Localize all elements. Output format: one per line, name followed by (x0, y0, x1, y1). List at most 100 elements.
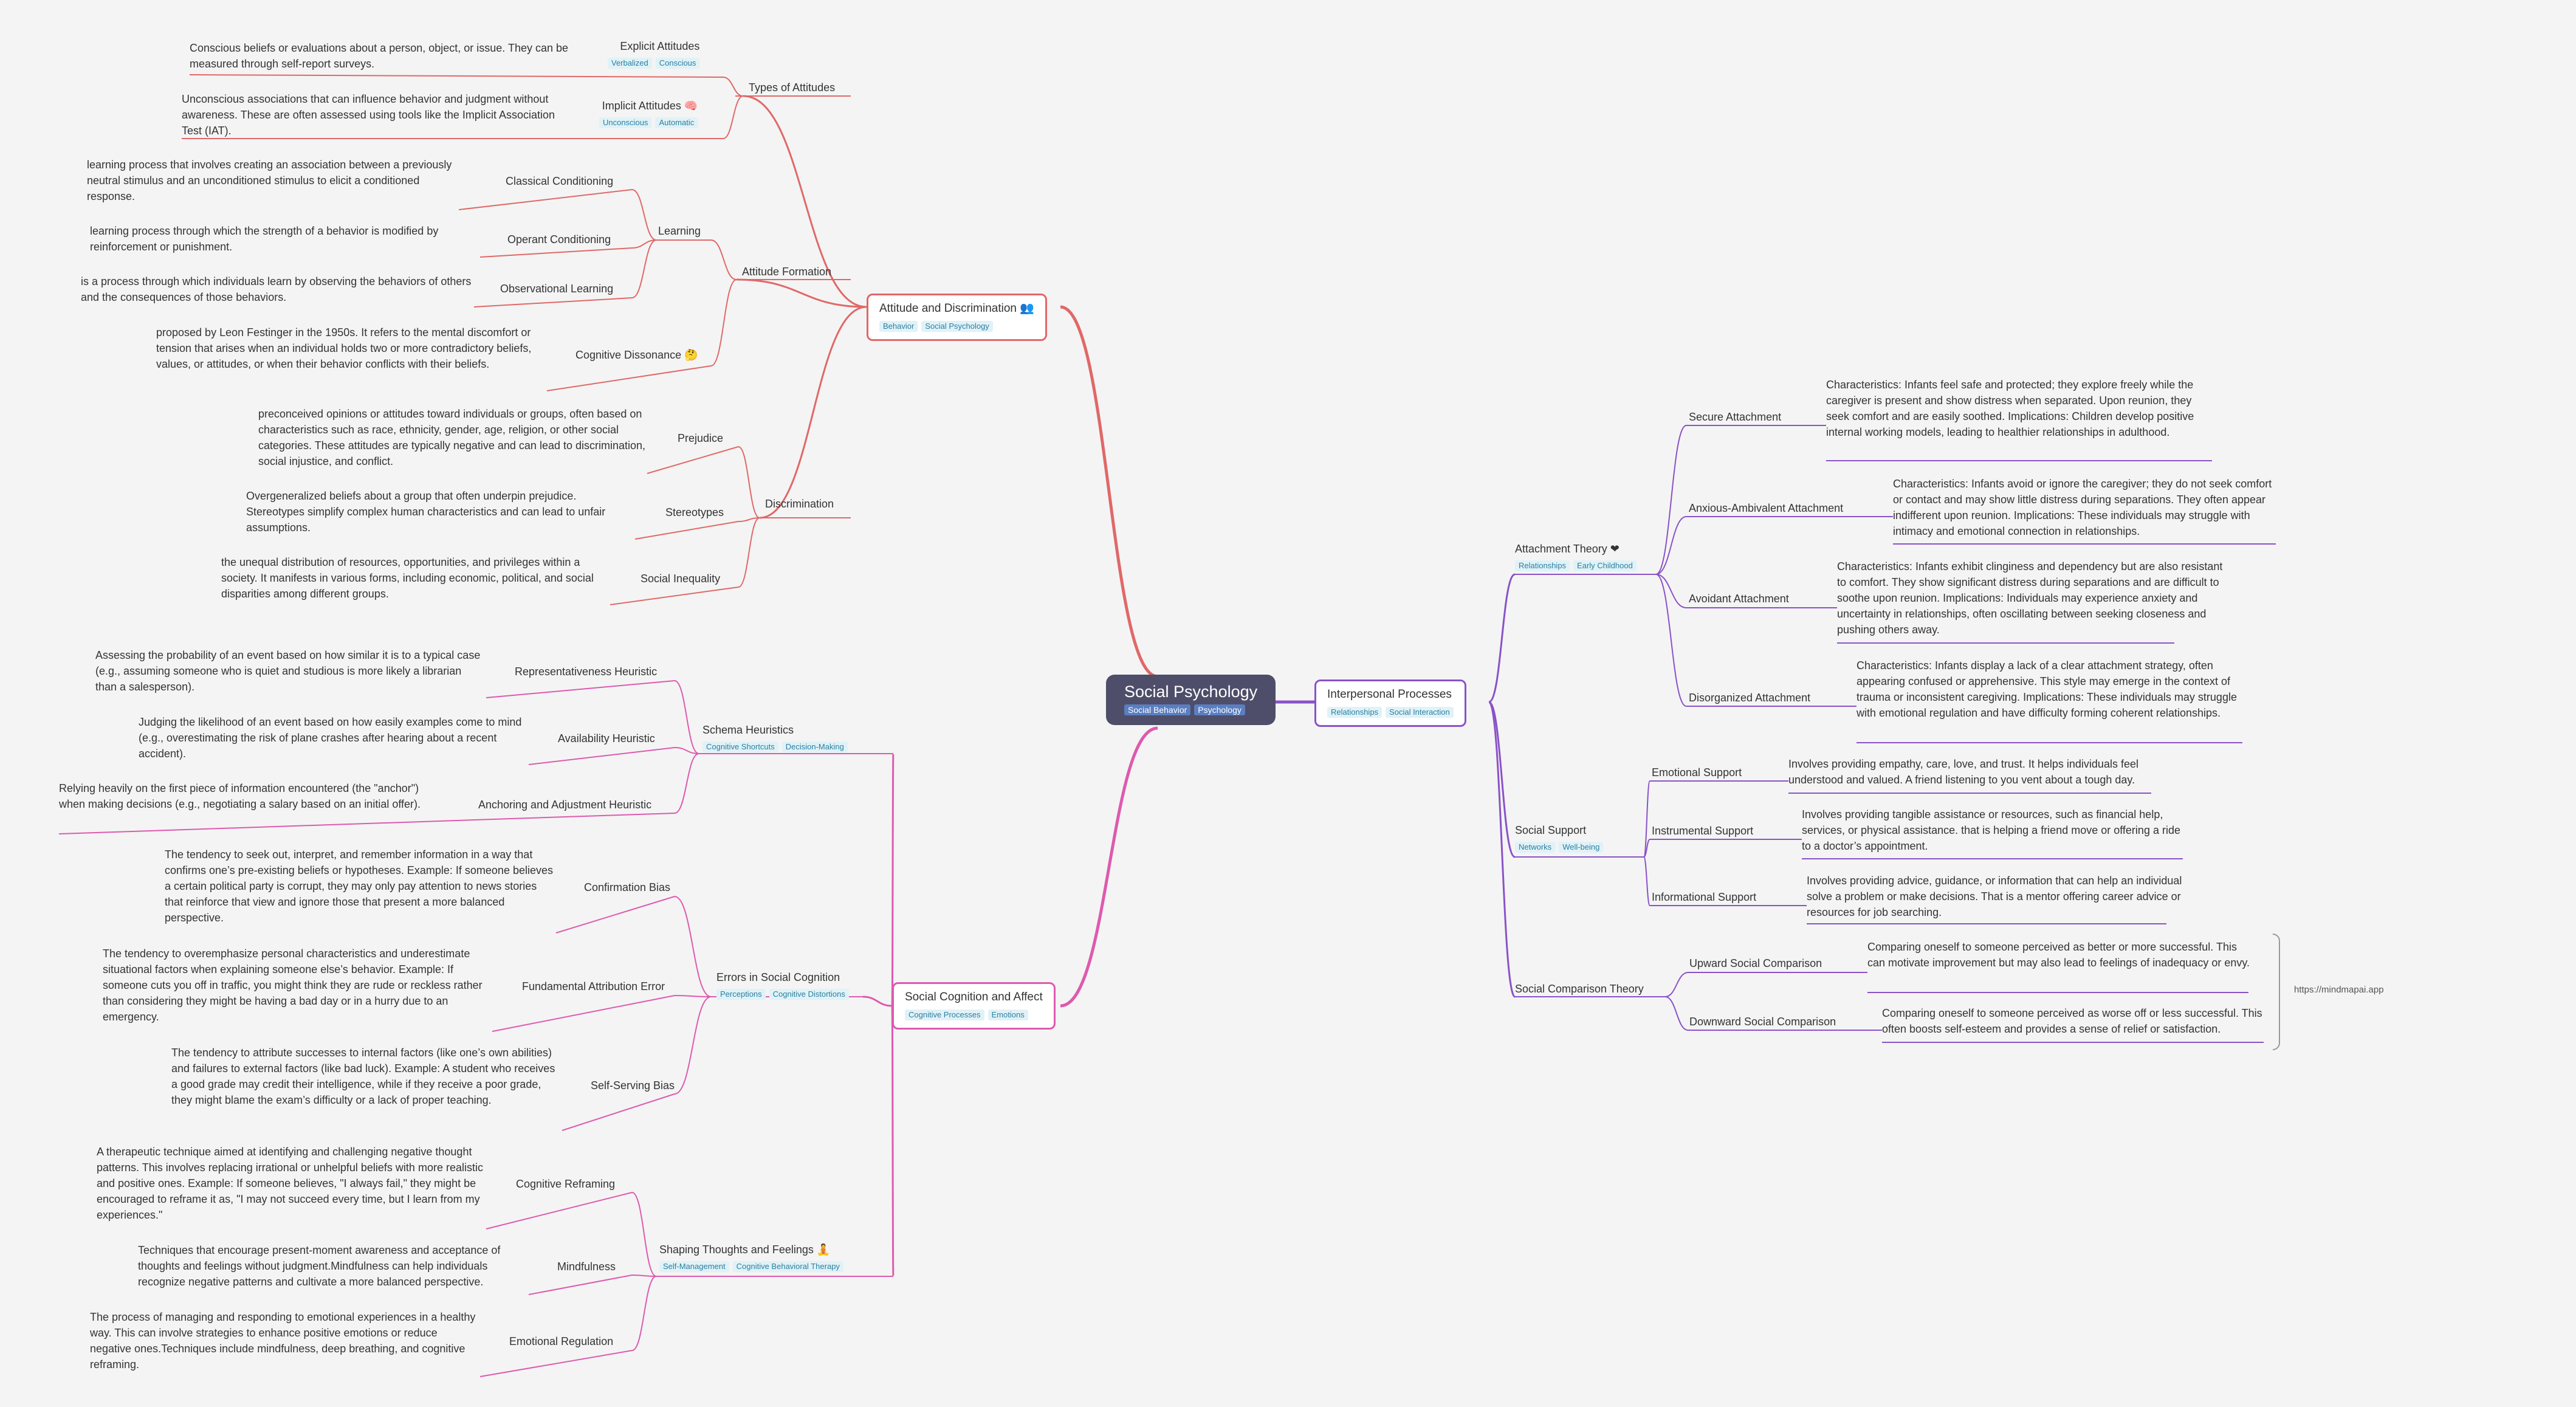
edge-cognition-shaping (891, 1005, 895, 1278)
desc-anxious-ambivalent-attachment: Characteristics: Infants avoid or ignore… (1893, 478, 2272, 537)
branch-social-cognition[interactable]: Social Cognition and Affect Cognitive Pr… (892, 982, 1056, 1030)
desc-implicit-attitudes: Unconscious associations that can influe… (182, 93, 555, 137)
edge-sup-informational (1643, 856, 1650, 906)
node-representativeness-heuristic[interactable]: Representativeness Heuristic (515, 664, 657, 679)
edge-att-avoidant (1655, 574, 1687, 608)
node-social-comparison-theory[interactable]: Social Comparison Theory (1515, 982, 1644, 996)
edge-attitude-l2 (743, 95, 867, 308)
node-label: Types of Attitudes (749, 81, 836, 94)
node-cognitive-dissonance[interactable]: Cognitive Dissonance 🤔 (575, 348, 698, 362)
node-cognitive-reframing[interactable]: Cognitive Reframing (516, 1177, 615, 1191)
edge-regulation-desc (479, 1350, 633, 1377)
node-prejudice[interactable]: Prejudice (678, 431, 723, 445)
edge-confirmation-desc (555, 896, 675, 934)
node-label: Secure Attachment (1689, 411, 1782, 423)
edge-inter-attachment (1488, 573, 1516, 703)
node-emotional-support[interactable]: Emotional Support (1652, 765, 1742, 780)
edge-repr-desc (486, 680, 675, 698)
tag: Cognitive Distortions (769, 989, 849, 1000)
tag: Well-being (1559, 842, 1604, 853)
node-label: Implicit Attitudes 🧠 (602, 100, 698, 112)
edge-selfserving-desc (562, 1093, 675, 1131)
edge-shaping-reframing (631, 1192, 657, 1277)
node-informational-support[interactable]: Informational Support (1652, 890, 1756, 904)
node-emotional-regulation[interactable]: Emotional Regulation (509, 1334, 613, 1349)
edge-stereotypes-desc (634, 521, 739, 540)
node-label: Upward Social Comparison (1689, 957, 1822, 969)
edge-shaping-regulation (631, 1276, 657, 1351)
edge-operant-desc (479, 247, 633, 258)
node-label: Confirmation Bias (584, 881, 671, 893)
node-availability-heuristic[interactable]: Availability Heuristic (558, 731, 655, 746)
node-learning[interactable]: Learning (658, 224, 701, 238)
node-self-serving-bias[interactable]: Self-Serving Bias (591, 1078, 675, 1093)
edge-root-attitude (1060, 305, 1158, 678)
node-observational-learning[interactable]: Observational Learning (500, 281, 613, 296)
node-stereotypes[interactable]: Stereotypes (665, 505, 724, 520)
node-label: Disorganized Attachment (1689, 692, 1811, 704)
node-types-of-attitudes[interactable]: Types of Attitudes (749, 80, 835, 95)
node-label: Anxious-Ambivalent Attachment (1689, 502, 1844, 514)
desc-instrumental-support: Involves providing tangible assistance o… (1802, 808, 2180, 852)
node-shaping-thoughts-feelings[interactable]: Shaping Thoughts and Feelings 🧘Self-Mana… (659, 1242, 843, 1273)
node-label: Operant Conditioning (507, 233, 611, 246)
edge-heur-avail (674, 747, 699, 754)
node-fundamental-attribution-error[interactable]: Fundamental Attribution Error (522, 979, 665, 994)
node-mindfulness[interactable]: Mindfulness (557, 1259, 616, 1274)
desc-classical-conditioning: learning process that involves creating … (87, 159, 452, 202)
branch-label: Social Cognition and Affect (905, 991, 1043, 1003)
desc-informational-support: Involves providing advice, guidance, or … (1807, 875, 2182, 918)
node-label: Cognitive Dissonance 🤔 (575, 349, 698, 361)
edge-anchor-desc (58, 813, 675, 834)
node-operant-conditioning[interactable]: Operant Conditioning (507, 232, 611, 247)
edge-fae-desc (492, 995, 675, 1032)
node-confirmation-bias[interactable]: Confirmation Bias (584, 880, 670, 895)
node-classical-conditioning[interactable]: Classical Conditioning (506, 174, 613, 188)
desc-operant-conditioning: learning process through which the stren… (90, 225, 439, 253)
desc-avoidant-attachment: Characteristics: Infants exhibit clingin… (1837, 560, 2223, 636)
edge-classical-desc (458, 189, 633, 210)
desc-stereotypes: Overgeneralized beliefs about a group th… (246, 490, 606, 534)
desc-emotional-regulation: The process of managing and responding t… (90, 1311, 476, 1371)
node-instrumental-support[interactable]: Instrumental Support (1652, 824, 1753, 838)
node-disorganized-attachment[interactable]: Disorganized Attachment (1689, 690, 1810, 705)
node-downward-comparison[interactable]: Downward Social Comparison (1689, 1014, 1836, 1029)
node-attitude-formation[interactable]: Attitude Formation (742, 264, 831, 279)
tag: Emotions (987, 1010, 1028, 1020)
edge-prejudice-desc (647, 446, 739, 474)
tag: Cognitive Shortcuts (702, 741, 778, 752)
tag: Psychology (1194, 704, 1245, 715)
tag: Early Childhood (1573, 560, 1637, 571)
node-label: Attachment Theory ❤ (1515, 543, 1619, 555)
tag: Verbalized (608, 58, 652, 69)
tag: Conscious (655, 58, 700, 69)
node-anxious-ambivalent-attachment[interactable]: Anxious-Ambivalent Attachment (1689, 501, 1843, 515)
node-label: Stereotypes (665, 506, 724, 518)
node-anchoring-heuristic[interactable]: Anchoring and Adjustment Heuristic (478, 797, 651, 812)
edge-comp-downward (1664, 996, 1689, 1031)
node-upward-comparison[interactable]: Upward Social Comparison (1689, 956, 1822, 971)
edge-cognition-heuristics (891, 752, 895, 1007)
tag: Behavior (879, 321, 918, 332)
desc-cognitive-dissonance: proposed by Leon Festinger in the 1950s.… (156, 326, 532, 370)
node-discrimination[interactable]: Discrimination (765, 497, 834, 511)
node-secure-attachment[interactable]: Secure Attachment (1689, 410, 1781, 424)
node-social-inequality[interactable]: Social Inequality (641, 571, 720, 586)
branch-label: Interpersonal Processes (1327, 688, 1452, 701)
node-label: Availability Heuristic (558, 732, 655, 745)
desc-upward-comparison: Comparing oneself to someone perceived a… (1867, 941, 2250, 969)
edge-learning-classical (631, 189, 657, 241)
node-avoidant-attachment[interactable]: Avoidant Attachment (1689, 591, 1789, 606)
edge-errors-confirmation (674, 896, 712, 997)
edge-attitude-l2 (759, 306, 867, 519)
edge-formation-learning (710, 239, 737, 280)
